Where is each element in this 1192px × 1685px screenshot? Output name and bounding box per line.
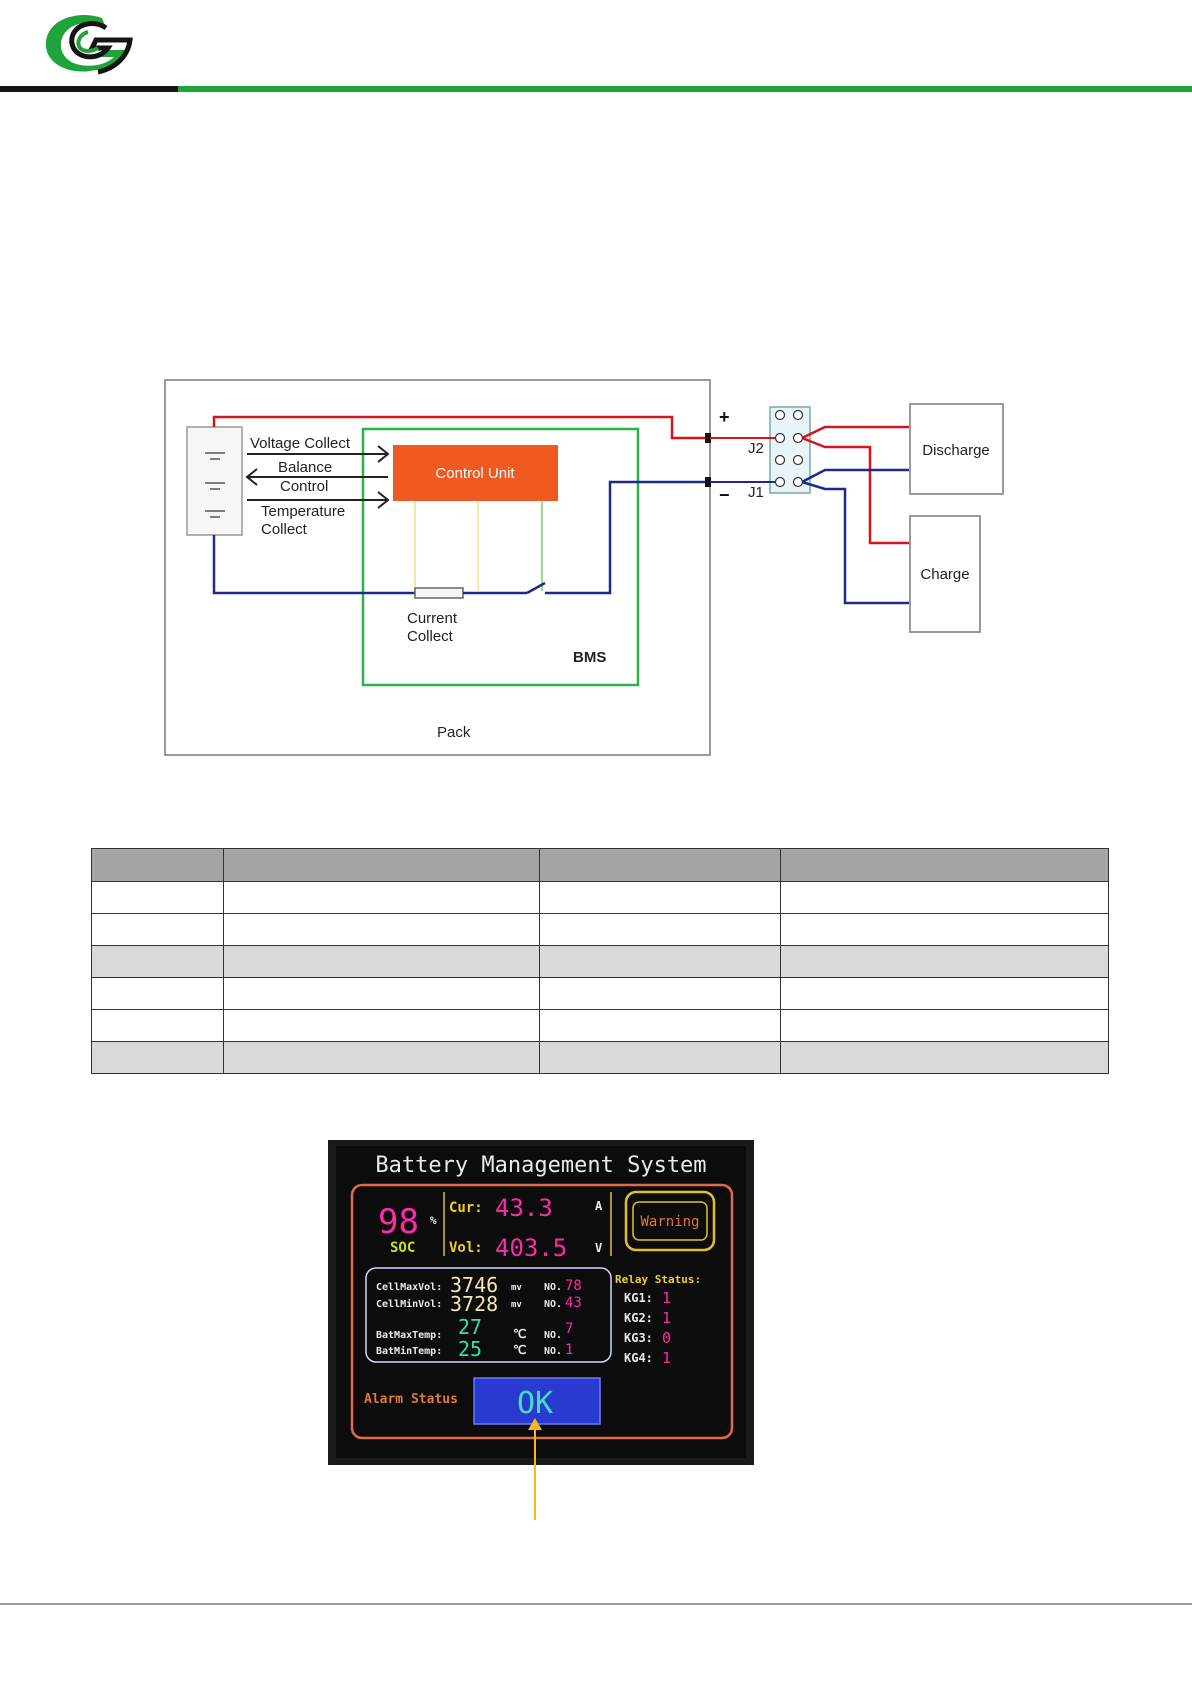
cell-max-no-label: NO. [544, 1282, 562, 1293]
positive-terminal-label: + [719, 407, 730, 427]
cell-max-no: 78 [565, 1278, 582, 1294]
display-outer-frame [350, 1183, 734, 1440]
discharge-label: Discharge [922, 442, 990, 459]
kg3-value: 0 [662, 1329, 671, 1347]
table-row [91, 977, 1109, 1010]
cell-stack [186, 426, 243, 536]
soc-label: SOC [390, 1240, 415, 1256]
cell-min-value: 3728 [450, 1292, 498, 1316]
temperature-label: Temperature [261, 503, 345, 520]
table-row [91, 913, 1109, 946]
company-logo [45, 15, 133, 75]
relay-switch [526, 581, 546, 595]
cell-info-frame [365, 1267, 612, 1363]
voltage-collect-label: Voltage Collect [250, 435, 351, 452]
kg3-label: KG3: [624, 1331, 653, 1345]
bat-min-temp-no: 1 [565, 1342, 573, 1358]
pack-label: Pack [437, 724, 471, 741]
current-collect-label: Collect [407, 628, 454, 645]
soc-value: 98 [378, 1202, 419, 1242]
control-unit-label: Control Unit [435, 465, 515, 482]
kg2-label: KG2: [624, 1311, 653, 1325]
j2-label: J2 [748, 440, 764, 457]
cell-min-label: CellMinVol: [376, 1298, 442, 1310]
table-row [91, 1009, 1109, 1042]
charge-label: Charge [920, 566, 969, 583]
cur-unit: A [595, 1199, 603, 1213]
collect-label: Collect [261, 521, 308, 538]
kg2-value: 1 [662, 1309, 671, 1327]
relay-status-label: Relay Status: [615, 1273, 701, 1286]
bat-max-temp-no-label: NO. [544, 1330, 562, 1341]
vol-unit: V [595, 1241, 602, 1255]
cur-label: Cur: [449, 1200, 483, 1216]
j1-label: J1 [748, 484, 764, 501]
pointer-arrow [528, 1418, 542, 1520]
bms-border [361, 427, 640, 687]
spec-table [91, 848, 1109, 1074]
table-row [91, 881, 1109, 914]
soc-unit: % [430, 1214, 437, 1227]
bat-min-temp-label: BatMinTemp: [376, 1345, 442, 1357]
cell-max-label: CellMaxVol: [376, 1282, 442, 1293]
bat-min-temp-value: 25 [458, 1337, 482, 1361]
current-label: Current [407, 610, 458, 627]
bat-max-temp-value: 27 [458, 1315, 482, 1339]
table-header-row [91, 848, 1109, 882]
cell-min-no: 43 [565, 1295, 582, 1311]
cell-min-no-label: NO. [544, 1299, 562, 1310]
charge-box [909, 515, 981, 633]
warning-frame-outer [624, 1190, 716, 1252]
negative-terminal-label: − [719, 485, 730, 505]
display-title: Battery Management System [375, 1153, 706, 1178]
warning-label: Warning [640, 1214, 699, 1230]
bms-wiring-diagram: Control Unit Voltage Collect Balance Con… [164, 379, 1004, 756]
alarm-status-label: Alarm Status [364, 1392, 458, 1407]
bat-max-temp-label: BatMaxTemp: [376, 1330, 442, 1341]
bms-label: BMS [573, 649, 606, 666]
ok-status-box [473, 1377, 601, 1425]
bat-max-temp-unit: ℃ [513, 1327, 526, 1341]
kg4-value: 1 [662, 1349, 671, 1367]
kg1-label: KG1: [624, 1291, 653, 1305]
cell-max-value: 3746 [450, 1273, 498, 1297]
cell-min-unit: mv [511, 1300, 522, 1310]
control-label: Control [280, 478, 328, 495]
footer-rule [0, 1603, 1192, 1605]
kg4-label: KG4: [624, 1351, 653, 1365]
shunt-resistor [414, 587, 464, 599]
table-row [91, 945, 1109, 978]
positive-wire [212, 415, 710, 440]
cell-max-unit: mv [511, 1283, 522, 1293]
vol-label: Vol: [449, 1240, 483, 1256]
bat-min-temp-no-label: NO. [544, 1346, 562, 1357]
pack-border [164, 379, 711, 756]
header-rule-green [178, 86, 1192, 92]
kg1-value: 1 [662, 1289, 671, 1307]
bms-display-photo: Battery Management System 98 % SOC Cur: … [328, 1140, 754, 1465]
bat-min-temp-unit: ℃ [513, 1343, 526, 1357]
warning-frame-inner [632, 1201, 708, 1241]
cur-value: 43.3 [495, 1194, 553, 1222]
bat-max-temp-no: 7 [565, 1321, 573, 1337]
control-unit-box [393, 445, 558, 501]
negative-wire [212, 535, 415, 595]
vol-value: 403.5 [495, 1234, 567, 1262]
balance-label: Balance [278, 459, 332, 476]
ok-status-text: OK [517, 1386, 553, 1421]
header-rule-black [0, 86, 178, 92]
discharge-box [909, 403, 1004, 495]
table-row [91, 1041, 1109, 1074]
